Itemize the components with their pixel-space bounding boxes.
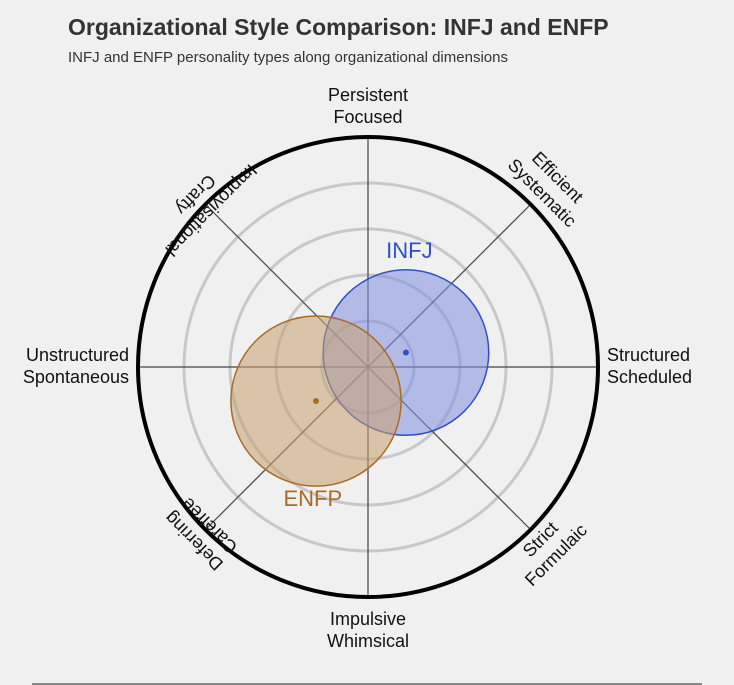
enfp-label: ENFP	[283, 486, 342, 511]
infj-label: INFJ	[386, 238, 432, 263]
axis-label: Structured	[607, 345, 690, 365]
axis-label: Whimsical	[327, 631, 409, 651]
bottom-divider	[32, 683, 702, 685]
infj-center-point	[402, 349, 409, 356]
chart-title: Organizational Style Comparison: INFJ an…	[68, 14, 609, 40]
chart-subtitle: INFJ and ENFP personality types along or…	[68, 49, 508, 66]
axis-label: Impulsive	[330, 609, 406, 629]
axis-label: Scheduled	[607, 367, 692, 387]
enfp-center-point	[313, 398, 320, 405]
axis-label: Focused	[333, 107, 402, 127]
axis-label: Unstructured	[26, 345, 129, 365]
axis-label: Spontaneous	[23, 367, 129, 387]
outer-ring	[136, 135, 600, 599]
axis-label: Persistent	[328, 85, 408, 105]
